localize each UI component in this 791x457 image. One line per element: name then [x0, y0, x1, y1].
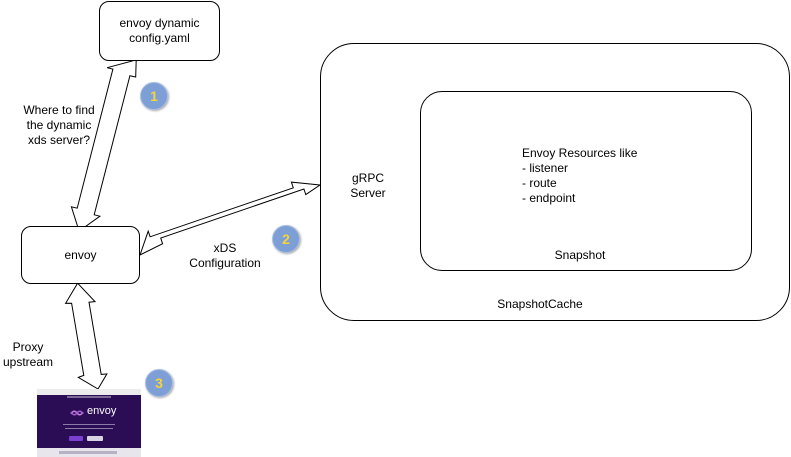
snapshot-cache-label: SnapshotCache [497, 297, 583, 311]
envoy-resources-list: Envoy Resources like - listener - route … [522, 146, 638, 205]
proxy-upstream-label: Proxy upstream [3, 340, 54, 369]
thumbnail-wordmark: envoy [87, 405, 117, 417]
arrow-envoy-grpc [139, 181, 322, 256]
thumbnail-footer-input [59, 451, 117, 454]
envoy-website-thumbnail: envoy [37, 389, 141, 457]
config-yaml-box [99, 1, 220, 61]
thumbnail-nav-bar [67, 396, 111, 398]
grpc-server-label: gRPC Server [350, 171, 386, 200]
thumbnail-text-line [65, 428, 113, 429]
step-badge-2: 2 [272, 225, 300, 253]
step-badge-3: 3 [145, 369, 173, 397]
step-badge-1: 1 [140, 82, 168, 110]
thumbnail-footer [37, 448, 141, 457]
envoy-logo-icon [70, 410, 84, 416]
thumbnail-secondary-button [87, 436, 103, 441]
thumbnail-text-line [63, 424, 115, 425]
xds-configuration-label: xDS Configuration [189, 241, 261, 270]
arrow-envoy-upstream [64, 282, 108, 390]
thumbnail-primary-button [69, 436, 83, 441]
config-yaml-label: envoy dynamic config.yaml [119, 16, 200, 45]
snapshot-box [420, 91, 752, 271]
envoy-box [21, 226, 140, 284]
snapshot-label: Snapshot [554, 248, 606, 262]
envoy-label: envoy [64, 248, 97, 262]
find-xds-label: Where to find the dynamic xds server? [23, 103, 95, 147]
